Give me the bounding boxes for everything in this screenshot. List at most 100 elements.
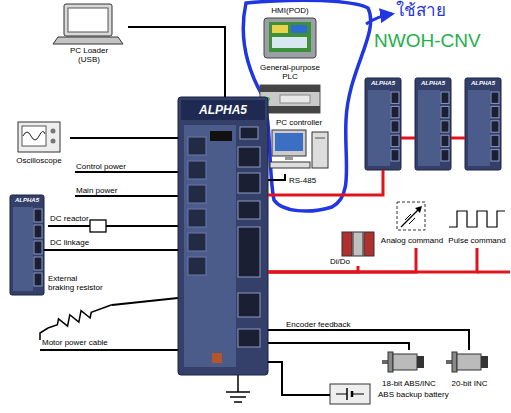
pc-monitor: [272, 130, 306, 156]
plc-body: [260, 85, 320, 113]
plc-terminal-strip: [260, 106, 320, 113]
cable-name: NWOH-CNV: [374, 30, 481, 52]
connector-wire: [268, 266, 358, 272]
oscilloscope: Oscilloscope: [8, 122, 70, 170]
connector-wire: [268, 330, 469, 350]
node-icon: [10, 195, 44, 295]
node-label: Oscilloscope: [8, 156, 70, 165]
pc-loader-laptop: PC Loader (USB): [50, 2, 128, 70]
drive-port: [34, 225, 42, 238]
scope-trace: [23, 131, 45, 140]
drive-port: [34, 257, 42, 270]
wire-label: DC reactor: [50, 214, 89, 223]
pulse-wave: [449, 211, 505, 227]
drive-port: [391, 121, 399, 132]
node-label: Pulse command: [445, 236, 509, 245]
pc-keyboard: [270, 162, 310, 168]
drive-port: [391, 92, 399, 103]
connector-wire: [70, 137, 178, 139]
drive-port: [441, 150, 449, 161]
main-power-wire: [75, 195, 178, 197]
node-label: Di/Do: [330, 257, 350, 266]
pulse-command: Pulse command: [445, 205, 509, 248]
drive-body: [365, 78, 401, 170]
drive-body: [415, 78, 451, 170]
connector-wire: [268, 343, 409, 350]
backup-battery: ABS backup battery: [330, 382, 508, 408]
connector-wire: [451, 137, 465, 140]
scope-knob: [51, 129, 56, 134]
motor-flange: [452, 352, 457, 372]
motor-body: [457, 354, 481, 370]
dido-modules: Di/Do: [330, 232, 378, 266]
drive-port: [238, 147, 260, 167]
drive-display: [210, 131, 232, 141]
connector-wire: [268, 248, 477, 272]
drive-port: [391, 106, 399, 117]
connector-wire: [268, 170, 383, 195]
node-label: PC controller: [266, 118, 332, 127]
node-icon: [415, 78, 451, 170]
connector-wire: [44, 249, 178, 251]
drive-port: [238, 329, 260, 347]
connector-wire: [268, 174, 285, 180]
drive-body: [465, 78, 501, 170]
node-label: 20-bit INC: [442, 379, 497, 388]
power-terminal: [188, 137, 206, 155]
laptop-screen: [68, 8, 108, 32]
node-label: Analog command: [379, 236, 445, 245]
analog-symbol-box: [397, 202, 425, 230]
scope-screen: [22, 126, 46, 146]
drive-port: [240, 127, 258, 139]
connector-wire: [128, 27, 225, 97]
battery-case: [330, 384, 370, 404]
drive-logo-band: [181, 100, 265, 120]
drive-port: [34, 273, 42, 286]
node-label: ALPHA5: [416, 80, 450, 87]
motor-encoder: [417, 356, 424, 368]
node-label: ALPHA5: [366, 80, 400, 87]
laptop-lid: [64, 4, 112, 36]
plc-label-plate: [280, 95, 310, 103]
hmi-widget: [272, 37, 307, 48]
node-label: 18-bit ABS/INC: [378, 379, 440, 388]
drive-port-accent: [212, 353, 222, 363]
control-power-wire: [75, 171, 178, 173]
servo-motor: 18-bit ABS/INC: [378, 350, 440, 392]
pc-controller: PC controller: [266, 118, 332, 174]
analog-wiper: [405, 214, 415, 224]
callout-arrow: [366, 14, 392, 24]
servo-amplifier: ALPHA5: [365, 78, 401, 170]
hmi-screen: [269, 22, 311, 52]
signal-bus-wire: [477, 271, 510, 274]
pc-screen: [275, 133, 303, 151]
ground-symbol: [230, 396, 246, 398]
node-icon: [178, 97, 268, 375]
ground-symbol: [234, 401, 242, 403]
drive-front-panel: [418, 90, 440, 166]
analog-command: Analog command: [379, 200, 445, 248]
hmi-panel: HMI(POD): [250, 6, 330, 60]
connector-wire: [268, 362, 330, 395]
power-terminal: [188, 161, 206, 179]
reactor-symbol: [90, 220, 106, 232]
drive-body: [10, 195, 44, 295]
part-label: External braking resistor: [48, 274, 104, 292]
motor-body: [393, 354, 417, 370]
drive-port: [441, 121, 449, 132]
node-icon: [465, 78, 501, 170]
drive-port: [391, 135, 399, 146]
node-label: ALPHA5: [466, 80, 500, 87]
drive-port: [491, 150, 499, 161]
wire-label: Control power: [76, 162, 126, 171]
hmi-bezel: [264, 18, 316, 58]
drive-front-panel: [184, 125, 236, 367]
drive-port: [441, 135, 449, 146]
ground-wire: [237, 375, 239, 392]
drive-port: [491, 92, 499, 103]
connector-label: DC linkage: [50, 238, 89, 247]
drive-port: [441, 106, 449, 117]
drive-front-panel: [13, 207, 33, 291]
